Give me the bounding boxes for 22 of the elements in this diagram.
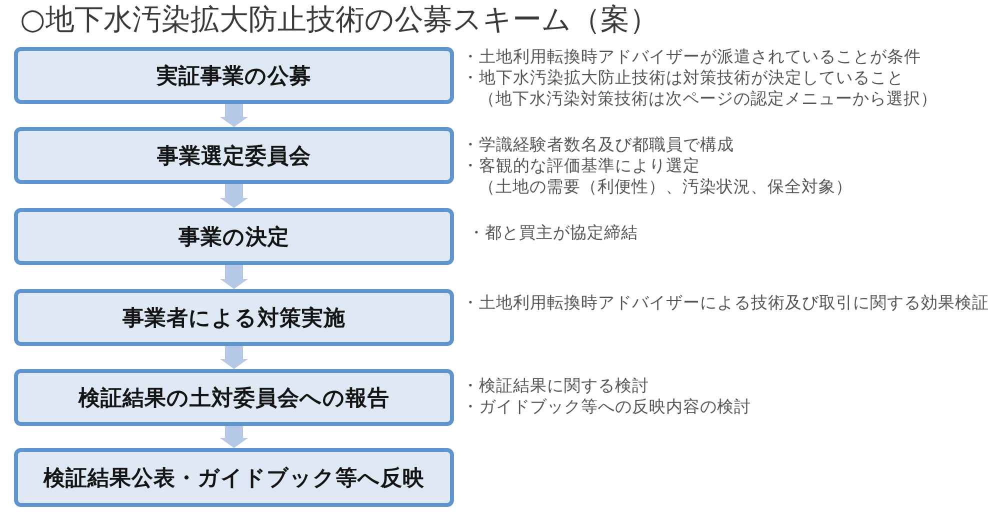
note-text: （土地の需要（利便性）、汚染状況、保全対象） <box>478 176 852 197</box>
arrow <box>220 184 248 208</box>
arrow <box>220 265 248 289</box>
note-text: ・客観的な評価基準により選定 <box>462 155 700 176</box>
process-box: 事業の決定 <box>14 208 454 265</box>
process-box: 事業選定委員会 <box>14 127 454 184</box>
process-box: 事業者による対策実施 <box>14 289 454 346</box>
note-text: ・ガイドブック等への反映内容の検討 <box>462 396 751 417</box>
note-text: ・土地利用転換時アドバイザーによる技術及び取引に関する効果検証 <box>462 292 989 313</box>
process-box: 実証事業の公募 <box>14 47 454 104</box>
arrow <box>220 346 248 369</box>
arrow <box>220 104 248 127</box>
note-text: ・土地利用転換時アドバイザーが派遣されていることが条件 <box>462 46 921 67</box>
note-text: ・都と買主が協定締結 <box>468 222 638 243</box>
note-text: ・検証結果に関する検討 <box>462 375 649 396</box>
title: ○地下水汚染拡大防止技術の公募スキーム（案） <box>20 1 658 37</box>
note-text: （地下水汚染対策技術は次ページの認定メニューから選択） <box>478 88 938 109</box>
note-text: ・地下水汚染拡大防止技術は対策技術が決定していること <box>462 67 904 88</box>
note-text: ・学識経験者数名及び都職員で構成 <box>462 134 734 155</box>
process-box: 検証結果公表・ガイドブック等へ反映 <box>14 448 454 507</box>
process-box: 検証結果の土対委員会への報告 <box>14 369 454 426</box>
arrow <box>220 426 248 448</box>
